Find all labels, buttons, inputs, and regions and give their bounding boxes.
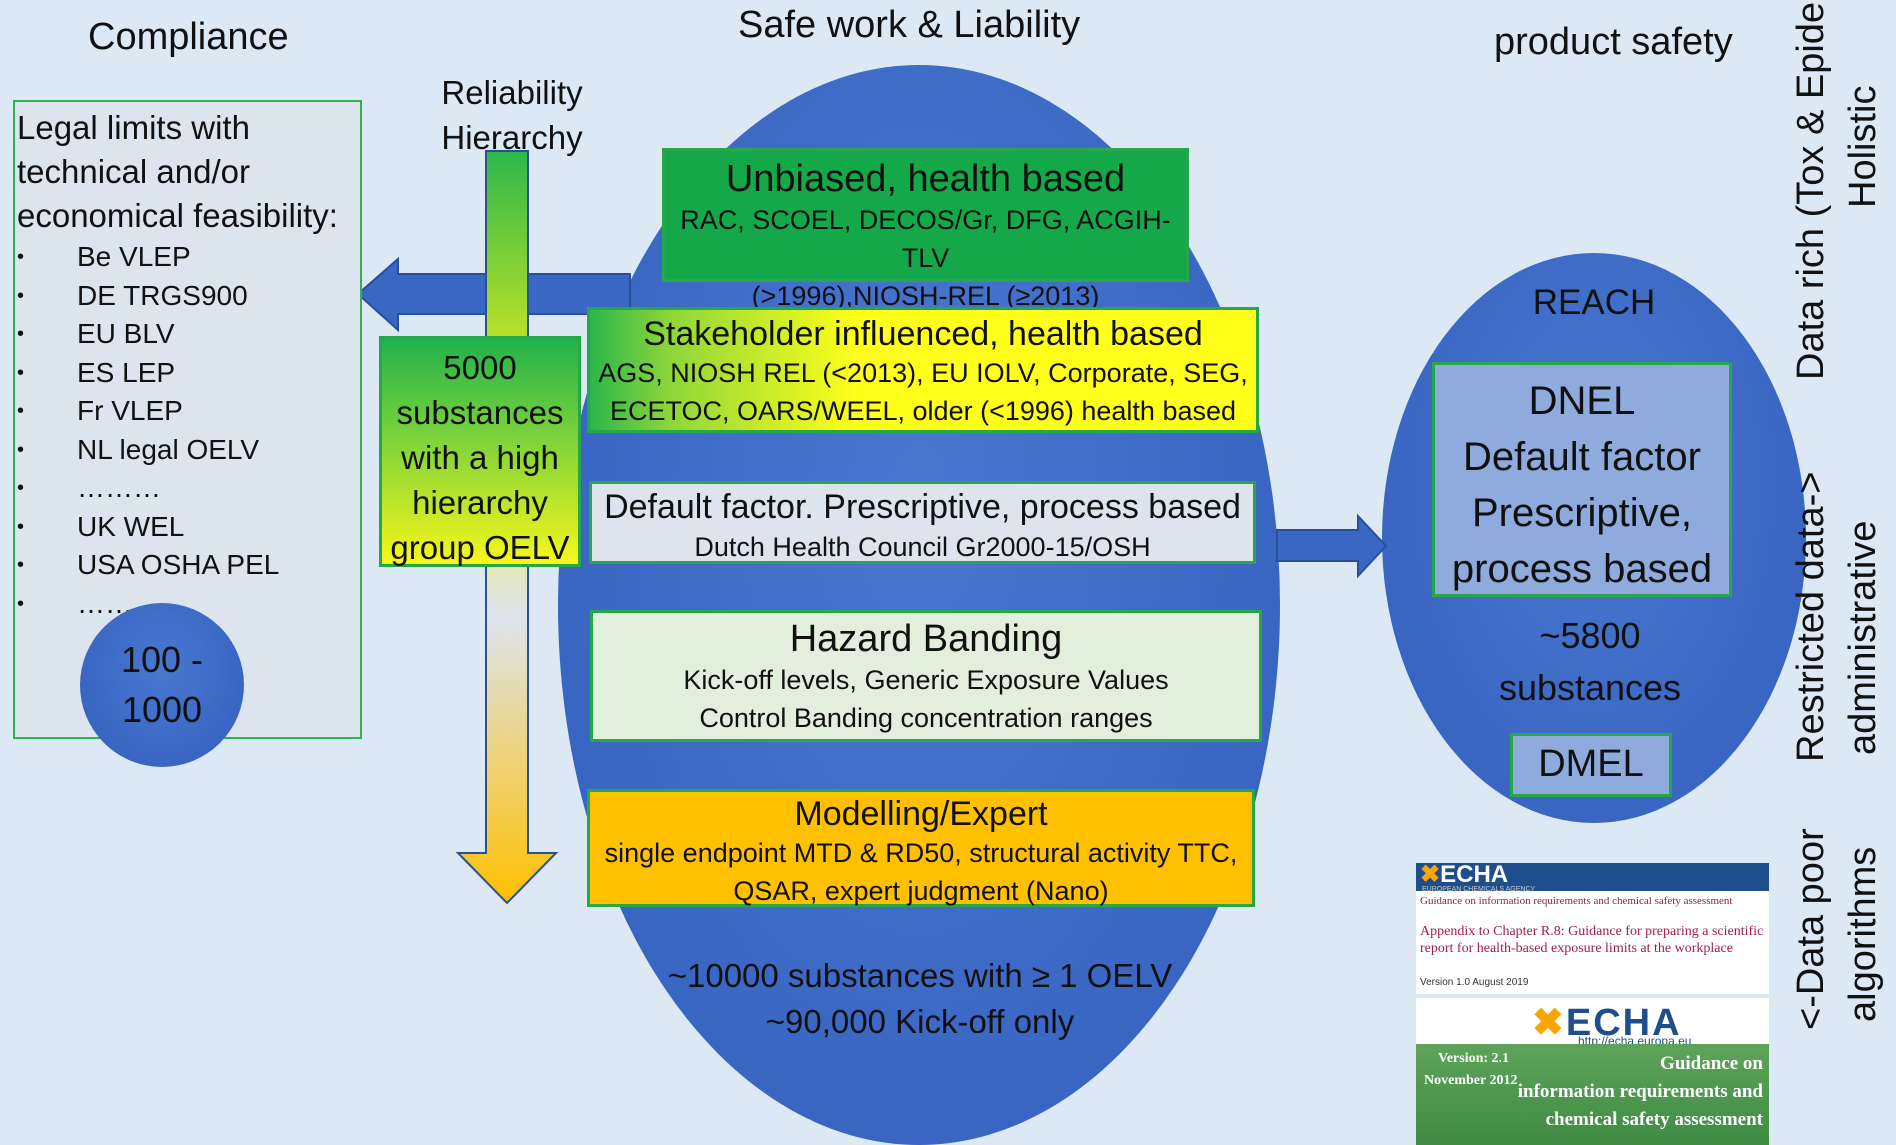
list-item: ……… (15, 469, 360, 508)
tier-sub: QSAR, expert judgment (Nano) (733, 876, 1109, 906)
tier-sub: single endpoint MTD & RD50, structural a… (604, 838, 1238, 868)
safe-work-header: Safe work & Liability (738, 4, 1081, 46)
tier-sub: Control Banding concentration ranges (699, 703, 1153, 733)
list-item: Be VLEP (15, 238, 360, 277)
reliability-label: Reliability Hierarchy (432, 70, 592, 160)
dnel-line: Prescriptive, (1471, 491, 1693, 535)
reach-count: ~5800 substances (1460, 610, 1720, 714)
list-item: NL legal OELV (15, 431, 360, 470)
echa-logo-mark-2: ✖ (1532, 1002, 1566, 1044)
echa-logo-text-2: ECHA (1565, 1002, 1682, 1044)
echa-guidance-2012-thumbnail: ✖ECHA http://echa.europa.eu Version: 2.1… (1416, 998, 1769, 1145)
reliability-label-line: Reliability (441, 74, 583, 111)
legal-count-circle: 100 - 1000 (80, 603, 244, 767)
right-arrow (1276, 513, 1388, 579)
group-line: substances (396, 394, 564, 431)
tier-title: Stakeholder influenced, health based (643, 315, 1203, 353)
tier-stakeholder-box: Stakeholder influenced, health based AGS… (587, 307, 1259, 433)
echa-logo: ✖ECHA (1420, 863, 1508, 887)
list-item: DE TRGS900 (15, 277, 360, 316)
tier-hazard-banding-box: Hazard Banding Kick-off levels, Generic … (590, 610, 1262, 742)
restricted-data-label: Restricted data-> (1790, 471, 1832, 762)
list-item: EU BLV (15, 315, 360, 354)
echa-appendix-title: Appendix to Chapter R.8: Guidance for pr… (1420, 924, 1764, 956)
group-line: group OELV (390, 529, 570, 566)
reliability-label-line: Hierarchy (441, 119, 583, 156)
echa-agency-text: EUROPEAN CHEMICALS AGENCY (1422, 886, 1536, 893)
tier-modelling-box: Modelling/Expert single endpoint MTD & R… (587, 789, 1255, 907)
tier-sub: Dutch Health Council Gr2000-15/OSH (694, 532, 1151, 562)
tier-sub: AGS, NIOSH REL (<2013), EU IOLV, Corpora… (598, 358, 1248, 388)
echa-version-2: Version: 2.1 November 2012 (1424, 1048, 1517, 1092)
echa-logo-mark: ✖ (1420, 861, 1441, 888)
group-line: with a high (401, 439, 559, 476)
reach-count-line: ~5800 (1539, 615, 1641, 656)
echa-title-line: information requirements and (1517, 1081, 1763, 1102)
group-line: hierarchy (412, 484, 548, 521)
dnel-line: Default factor (1463, 435, 1701, 479)
legal-limits-list: Be VLEP DE TRGS900 EU BLV ES LEP Fr VLEP… (15, 238, 360, 623)
tier-sub: Kick-off levels, Generic Exposure Values (683, 665, 1169, 695)
tier-sub: RAC, SCOEL, DECOS/Gr, DFG, ACGIH-TLV (680, 205, 1171, 273)
list-item: UK WEL (15, 508, 360, 547)
tier-title: Hazard Banding (789, 618, 1063, 660)
list-item: USA OSHA PEL (15, 546, 360, 585)
echa-guidance-2019-thumbnail: ✖ECHA EUROPEAN CHEMICALS AGENCY Guidance… (1416, 863, 1769, 994)
tier-default-factor-box: Default factor. Prescriptive, process ba… (589, 481, 1256, 564)
data-poor-label: <-Data poor (1790, 828, 1832, 1030)
list-item: ES LEP (15, 354, 360, 393)
reach-count-line: substances (1498, 667, 1682, 708)
tier-unbiased-box: Unbiased, health based RAC, SCOEL, DECOS… (662, 148, 1189, 311)
tier-sub: ECETOC, OARS/WEEL, older (<1996) health … (609, 396, 1237, 426)
dnel-line: process based (1451, 547, 1713, 591)
dmel-box: DMEL (1510, 733, 1672, 797)
echa-logo-text: ECHA (1440, 861, 1509, 888)
center-footer: ~10000 substances with ≥ 1 OELV ~90,000 … (640, 953, 1200, 1045)
data-rich-label: Data rich (Tox & Epide (1790, 1, 1832, 380)
compliance-header: Compliance (88, 16, 289, 58)
echa-version: Version 1.0 August 2019 (1420, 977, 1529, 988)
product-safety-header: product safety (1494, 21, 1733, 63)
legal-count-line: 1000 (121, 689, 203, 730)
echa-title-line: Guidance on (1660, 1053, 1763, 1074)
dnel-line: DNEL (1528, 379, 1636, 423)
algorithms-label: algorithms (1842, 846, 1884, 1022)
echa-guidance-title: Guidance on information requirements and… (1518, 1050, 1763, 1134)
dnel-box: DNEL Default factor Prescriptive, proces… (1432, 362, 1732, 597)
legal-count-line: 100 - (120, 639, 204, 680)
list-item: Fr VLEP (15, 392, 360, 431)
administrative-label: administrative (1842, 520, 1884, 755)
tier-title: Default factor. Prescriptive, process ba… (604, 488, 1241, 526)
echa-version-line: November 2012 (1424, 1073, 1518, 1088)
legal-heading-line: Legal limits with (17, 109, 250, 146)
reach-title: REACH (1532, 283, 1656, 322)
echa-guidance-line: Guidance on information requirements and… (1420, 895, 1733, 907)
center-footer-line: ~90,000 Kick-off only (765, 1003, 1075, 1040)
echa-title-line: chemical safety assessment (1545, 1109, 1763, 1130)
tier-title: Unbiased, health based (725, 158, 1126, 200)
tier-title: Modelling/Expert (794, 795, 1048, 833)
holistic-label: Holistic (1842, 85, 1884, 208)
tier-sub: (>1996),NIOSH-REL (≥2013) (751, 281, 1100, 311)
legal-heading-line: technical and/or (17, 153, 250, 190)
center-footer-line: ~10000 substances with ≥ 1 OELV (667, 957, 1173, 994)
legal-heading-line: economical feasibility: (17, 197, 338, 234)
echa-logo-2: ✖ECHA (1532, 1000, 1682, 1045)
high-hierarchy-group-box: 5000 substances with a high hierarchy gr… (379, 336, 581, 567)
echa-version-line: Version: 2.1 (1438, 1051, 1510, 1066)
group-line: 5000 (443, 349, 517, 386)
